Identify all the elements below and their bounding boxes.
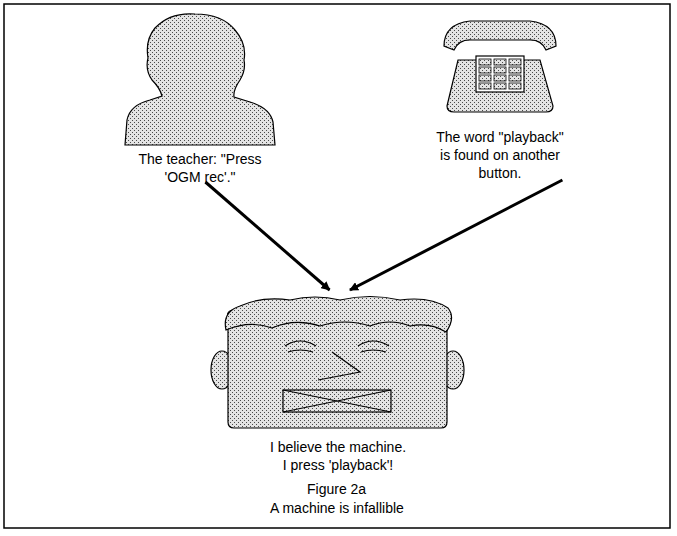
node-label: I believe the machine. I press 'playback… <box>268 438 408 474</box>
arrow-connector <box>350 180 562 290</box>
caption-text: Figure 2a <box>307 480 366 498</box>
figure-node: The word "playback" is found on another … <box>420 10 580 180</box>
frame <box>4 4 670 528</box>
node-label: The word "playback" is found on another … <box>432 128 568 182</box>
node-label: The teacher: "Press 'OGM rec'." <box>130 150 270 186</box>
telephone-icon <box>444 21 556 112</box>
figure-node: The teacher: "Press 'OGM rec'." <box>110 10 290 182</box>
caption-text: A machine is infallible <box>270 499 404 517</box>
arrow-connector <box>205 182 329 290</box>
teacher-silhouette <box>125 14 275 145</box>
face-illustration <box>211 297 464 429</box>
figure-node: I believe the machine. I press 'playback… <box>205 290 470 475</box>
